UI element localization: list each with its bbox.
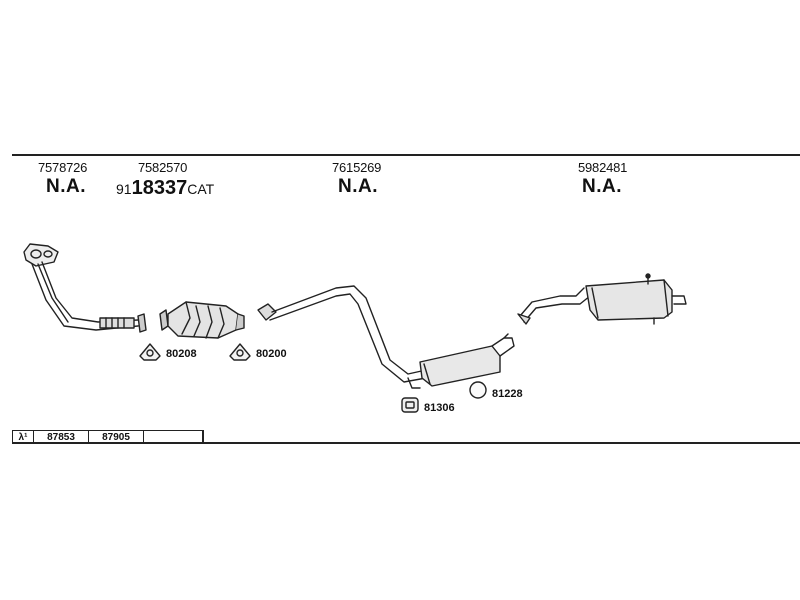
gasket-b-drawing — [229, 343, 251, 361]
mount-number: 81306 — [424, 402, 455, 414]
na-label-middle-silencer: N.A. — [338, 176, 378, 197]
part-number-rear-silencer: 5982481 — [578, 160, 628, 175]
ring-drawing — [469, 381, 487, 399]
gasket-b-number: 80200 — [256, 348, 287, 360]
gasket-a-drawing — [139, 343, 161, 361]
rear-silencer-drawing — [517, 273, 687, 325]
lambda-value-3 — [144, 431, 203, 444]
lambda-sensor-table: λ¹ 87853 87905 — [12, 430, 204, 444]
catalyst-suffix: CAT — [187, 181, 215, 197]
front-pipe-drawing — [23, 243, 147, 333]
catalyst-prefix: 91 — [116, 181, 132, 197]
catalyst-number: 9118337CAT — [116, 177, 214, 200]
catalyst-main-number: 18337 — [131, 177, 188, 199]
gasket-a-number: 80208 — [166, 348, 197, 360]
mount-drawing — [401, 397, 419, 413]
top-rule — [12, 154, 800, 156]
na-label-front-pipe: N.A. — [46, 176, 86, 197]
middle-silencer-drawing — [257, 285, 515, 389]
bottom-rule — [12, 442, 800, 444]
lambda-value-1: 87853 — [34, 431, 89, 444]
na-label-rear-silencer: N.A. — [582, 176, 622, 197]
ring-number: 81228 — [492, 388, 523, 400]
part-number-front-pipe: 7578726 — [38, 160, 88, 175]
part-number-catalyst: 7582570 — [138, 160, 188, 175]
catalytic-converter-drawing — [159, 301, 245, 339]
lambda-symbol: λ¹ — [13, 431, 34, 444]
part-number-middle-silencer: 7615269 — [332, 160, 382, 175]
lambda-value-2: 87905 — [89, 431, 144, 444]
